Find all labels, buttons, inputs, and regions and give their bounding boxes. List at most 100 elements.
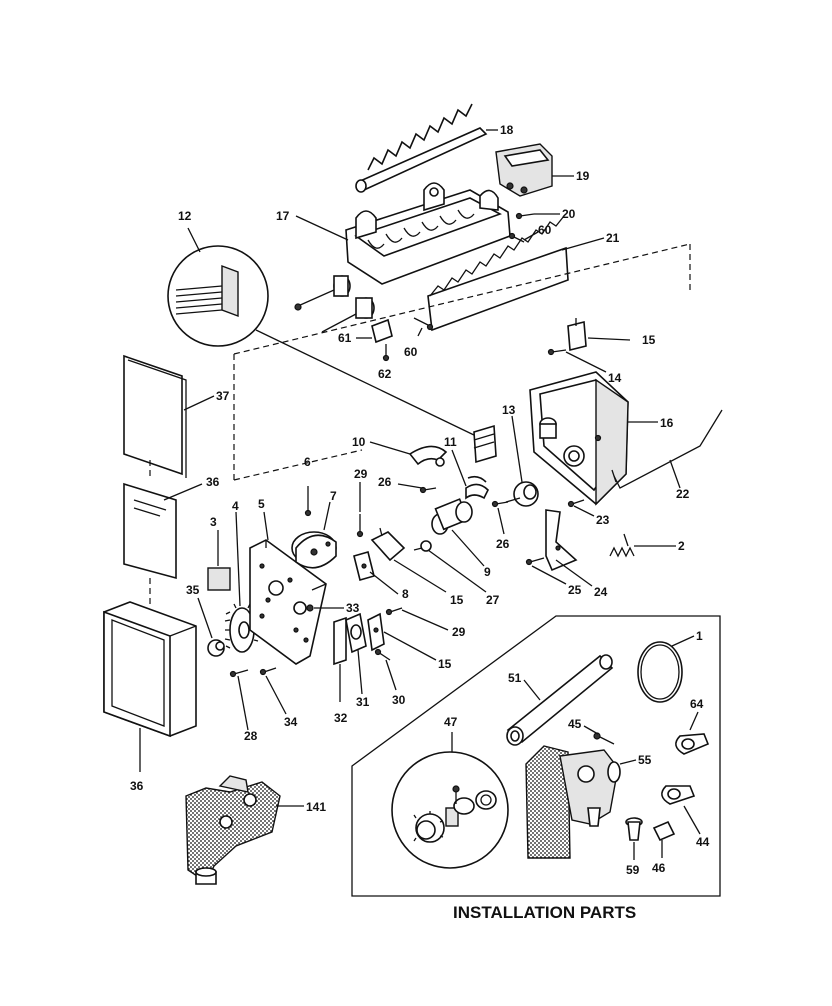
clamp-44 [661,785,696,805]
instruction-sheet-37 [123,354,187,478]
part-number-34: 34 [284,715,298,729]
part-number-20: 20 [562,207,576,221]
part-number-36-upper: 36 [206,475,220,489]
bracket-61 [371,317,434,362]
screw-25 [525,557,545,566]
part-number-13: 13 [502,403,516,417]
label-sheet-36 [123,482,177,580]
switch-15-lower [367,612,385,652]
screw-28 [229,669,249,678]
feeler-arm-part [611,409,723,489]
screw-23 [567,499,585,508]
cam-35 [207,639,225,657]
part-number-60-lower: 60 [404,345,418,359]
part-number-23: 23 [596,513,610,527]
part-number-32: 32 [334,711,348,725]
screw-20 [515,212,535,220]
bracket-32 [333,616,347,666]
part-number-141: 141 [306,800,326,814]
part-number-61: 61 [338,331,352,345]
part-number-59: 59 [626,863,640,877]
part-number-6: 6 [304,455,311,469]
insert-59 [625,817,643,841]
part-number-15-lower: 15 [438,657,452,671]
spring-2 [609,533,635,558]
part-number-24: 24 [594,585,608,599]
screw-6 [304,486,312,517]
part-number-10: 10 [352,435,366,449]
part-number-51: 51 [508,671,522,685]
mold-cover-part [495,143,553,197]
part-number-12: 12 [178,209,192,223]
part-number-31: 31 [356,695,370,709]
housing-part [529,371,629,506]
thermostat-9 [431,498,473,535]
switch-15-mid [370,527,406,562]
part-number-16: 16 [660,416,674,430]
fill-cup-13 [505,481,539,507]
part-number-36-lower: 36 [130,779,144,793]
part-number-3: 3 [210,515,217,529]
part-number-26-mid: 26 [496,537,510,551]
part-number-37: 37 [216,389,230,403]
part-number-62: 62 [378,367,392,381]
terminal-11 [473,424,497,464]
part-number-18: 18 [500,123,514,137]
part-number-14: 14 [608,371,622,385]
part-number-29-top: 29 [354,467,368,481]
part-number-26-top: 26 [378,475,392,489]
part-number-17: 17 [276,209,290,223]
screw-60-upper [508,232,525,243]
part-number-7: 7 [330,489,337,503]
part-number-9: 9 [484,565,491,579]
part-number-27: 27 [486,593,500,607]
label-3 [207,567,231,591]
installation-parts-frame [351,615,721,897]
screw-14 [547,348,567,356]
ejector-part [355,103,488,193]
installation-parts-title: INSTALLATION PARTS [453,903,636,922]
switch-31 [345,612,367,654]
part-number-21: 21 [606,231,620,245]
part-number-5: 5 [258,497,265,511]
motor-7 [291,531,337,569]
tube-51 [506,654,614,746]
fitting-detail-47 [391,751,509,869]
cover-box-part [103,601,197,738]
module-plate-5 [249,539,327,665]
screw-45 [593,732,615,745]
screw-26-top [419,486,437,494]
part-number-35: 35 [186,583,200,597]
valve-55 [525,745,621,859]
part-number-8: 8 [402,587,409,601]
shield-part [427,215,569,332]
part-number-28: 28 [244,729,258,743]
clip-46 [652,820,676,842]
part-number-15-top: 15 [642,333,656,347]
screw-33 [306,604,314,612]
part-number-4: 4 [232,499,239,513]
part-number-44: 44 [696,835,710,849]
part-number-25: 25 [568,583,582,597]
clip-part [465,475,489,500]
part-number-2: 2 [678,539,685,553]
part-number-11: 11 [444,435,457,449]
part-number-45: 45 [568,717,582,731]
part-number-1: 1 [696,629,703,643]
wire-harness-detail [167,245,269,347]
screw-34 [259,667,277,676]
part-number-19: 19 [576,169,590,183]
switch-15-top [567,318,587,352]
part-number-33: 33 [346,601,360,615]
shutoff-arm-24 [545,509,578,572]
screw-29-lower [385,607,403,616]
part-number-55: 55 [638,753,652,767]
screw-27 [413,540,432,552]
part-number-15-mid: 15 [450,593,464,607]
ice-mold-part [294,182,511,333]
part-number-47: 47 [444,715,458,729]
ring-1 [637,641,683,703]
part-number-64: 64 [690,697,704,711]
screw-30 [374,648,391,661]
